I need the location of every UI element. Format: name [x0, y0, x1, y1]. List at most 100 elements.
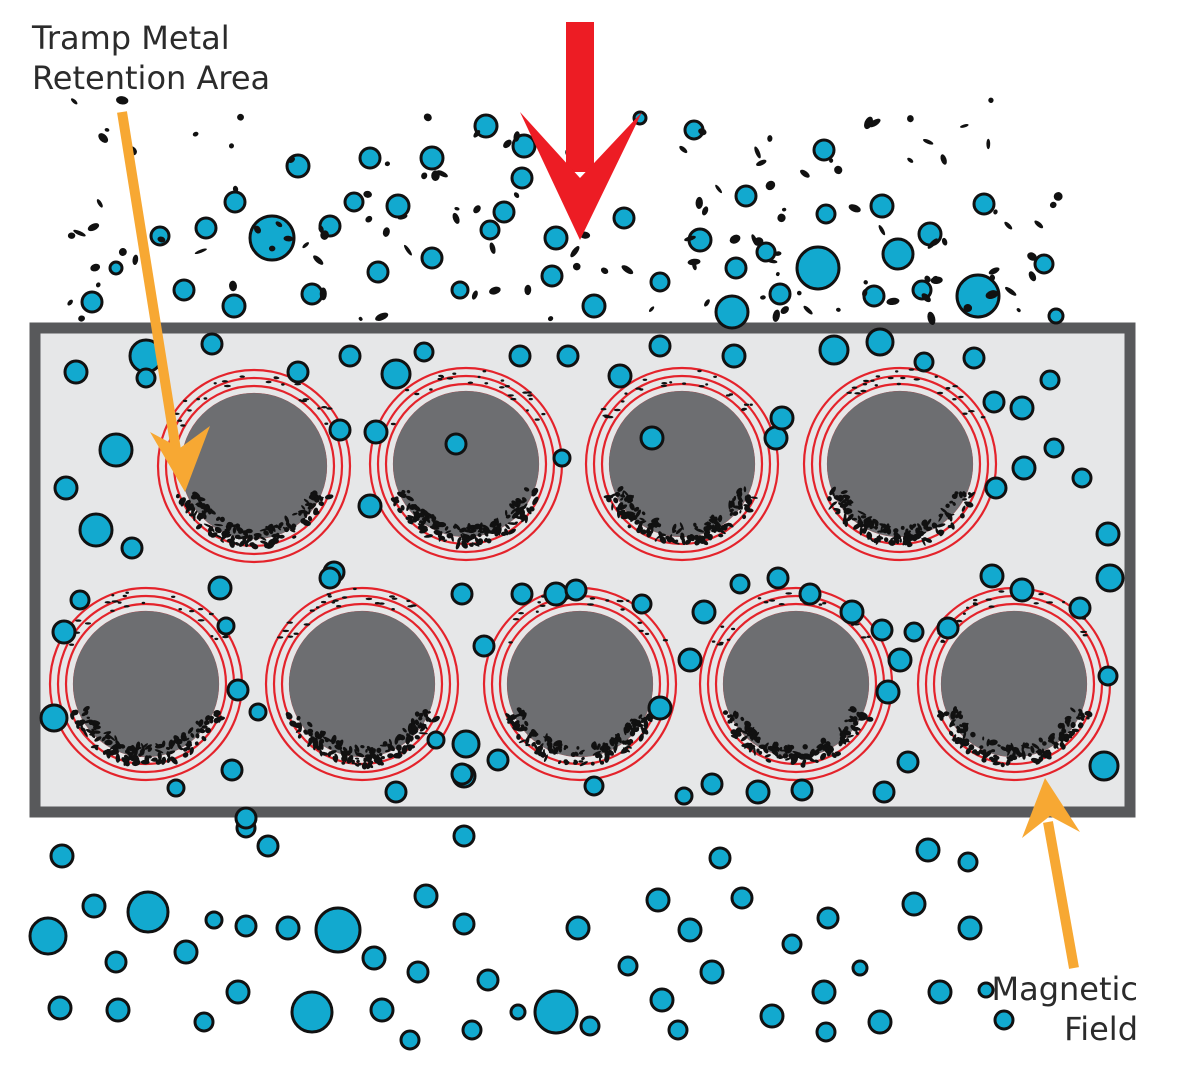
tramp-metal-fleck — [231, 524, 238, 528]
tramp-metal-fleck — [214, 526, 222, 534]
tramp-metal-fleck — [292, 512, 298, 516]
flow-arrow-down-icon — [520, 22, 642, 240]
particle — [104, 950, 128, 974]
tramp-metal-fleck — [573, 761, 578, 765]
particle — [357, 493, 383, 519]
tramp-metal-fleck — [328, 746, 332, 750]
tramp-metal-fleck — [418, 716, 423, 721]
tramp-metal-fleck — [300, 518, 306, 524]
metal-fleck — [863, 280, 868, 285]
tramp-metal-fleck — [1064, 715, 1072, 721]
tramp-metal-fleck — [1070, 707, 1076, 713]
tramp-metal-fleck — [950, 710, 956, 720]
particle — [781, 933, 803, 955]
metal-fleck — [800, 169, 810, 178]
tramp-metal-fleck — [292, 535, 297, 539]
metal-fleck — [684, 235, 696, 242]
tramp-metal-fleck — [952, 734, 957, 741]
tramp-metal-fleck — [818, 603, 823, 606]
tramp-metal-fleck — [926, 518, 932, 526]
particle — [369, 997, 395, 1023]
tramp-metal-fleck — [985, 598, 992, 601]
tramp-metal-fleck — [973, 603, 979, 606]
tramp-metal-fleck — [482, 524, 490, 530]
magnetic-field-ring — [376, 374, 556, 554]
particle — [766, 566, 790, 590]
tramp-metal-fleck — [672, 541, 680, 545]
tramp-metal-fleck — [93, 725, 101, 730]
tramp-metal-fleck — [445, 530, 452, 534]
tramp-metal-fleck — [71, 709, 77, 716]
metal-fleck — [473, 130, 481, 138]
metal-fleck — [116, 96, 129, 105]
tramp-metal-fleck — [336, 605, 342, 608]
metal-fleck — [1049, 201, 1057, 209]
tramp-metal-fleck — [182, 752, 189, 758]
particle — [865, 327, 895, 357]
tramp-metal-fleck — [805, 756, 813, 760]
tramp-metal-fleck — [226, 538, 233, 543]
tramp-metal-fleck — [460, 533, 464, 539]
tramp-metal-fleck — [234, 542, 240, 546]
tramp-metal-fleck — [890, 537, 896, 541]
tramp-metal-fleck — [391, 608, 395, 611]
tramp-metal-fleck — [245, 528, 253, 534]
particle — [839, 599, 865, 625]
tramp-metal-fleck — [736, 493, 740, 498]
tramp-metal-fleck — [334, 744, 343, 750]
tramp-metal-fleck — [318, 501, 325, 507]
particle — [300, 282, 324, 306]
tramp-metal-fleck — [498, 527, 502, 536]
tramp-metal-fleck — [429, 388, 433, 391]
tramp-metal-fleck — [581, 756, 585, 761]
tramp-metal-fleck — [411, 516, 416, 520]
tramp-metal-fleck — [952, 501, 956, 506]
tramp-metal-fleck — [500, 379, 505, 382]
tramp-metal-fleck — [543, 754, 548, 763]
tramp-metal-fleck — [363, 757, 372, 762]
tramp-metal-fleck — [140, 759, 150, 765]
tramp-metal-fleck — [496, 522, 502, 532]
tramp-metal-fleck — [309, 729, 313, 733]
particle — [1011, 455, 1037, 481]
tramp-metal-fleck — [332, 599, 339, 602]
tramp-metal-fleck — [101, 736, 107, 742]
tramp-metal-fleck — [341, 755, 347, 762]
tramp-metal-fleck — [405, 495, 414, 502]
particle — [927, 979, 953, 1005]
metal-fleck — [834, 165, 843, 175]
tramp-metal-fleck — [876, 535, 884, 540]
tramp-metal-fleck — [968, 744, 975, 751]
tramp-metal-fleck — [743, 403, 750, 406]
tramp-metal-fleck — [276, 636, 284, 639]
tramp-metal-fleck — [1027, 752, 1032, 757]
tramp-metal-fleck — [198, 719, 204, 727]
tramp-metal-fleck — [517, 501, 521, 508]
tramp-metal-fleck — [504, 385, 510, 388]
tramp-metal-fleck — [997, 744, 1001, 747]
tramp-metal-fleck — [396, 753, 402, 759]
tramp-metal-fleck — [740, 729, 748, 735]
tramp-metal-fleck — [744, 505, 751, 512]
tramp-metal-fleck — [1036, 748, 1043, 756]
magnetic-field-ring — [280, 602, 444, 766]
tramp-metal-fleck — [382, 741, 388, 747]
particle — [1088, 750, 1120, 782]
tramp-metal-fleck — [82, 728, 88, 738]
tramp-metal-fleck — [728, 393, 734, 396]
metal-fleck — [318, 225, 324, 233]
particle — [977, 981, 995, 999]
tramp-metal-fleck — [144, 744, 152, 750]
tramp-metal-fleck — [607, 415, 612, 419]
tramp-metal-fleck — [486, 538, 492, 544]
tramp-metal-fleck — [304, 502, 313, 507]
particle — [579, 1015, 601, 1037]
tramp-metal-fleck — [518, 712, 522, 717]
tramp-metal-fleck — [641, 511, 646, 516]
metal-fleck — [471, 290, 478, 300]
particle — [745, 779, 771, 805]
metal-fleck — [229, 280, 237, 292]
particle — [818, 334, 850, 366]
tramp-metal-fleck — [400, 505, 405, 511]
tramp-metal-fleck — [84, 622, 92, 625]
